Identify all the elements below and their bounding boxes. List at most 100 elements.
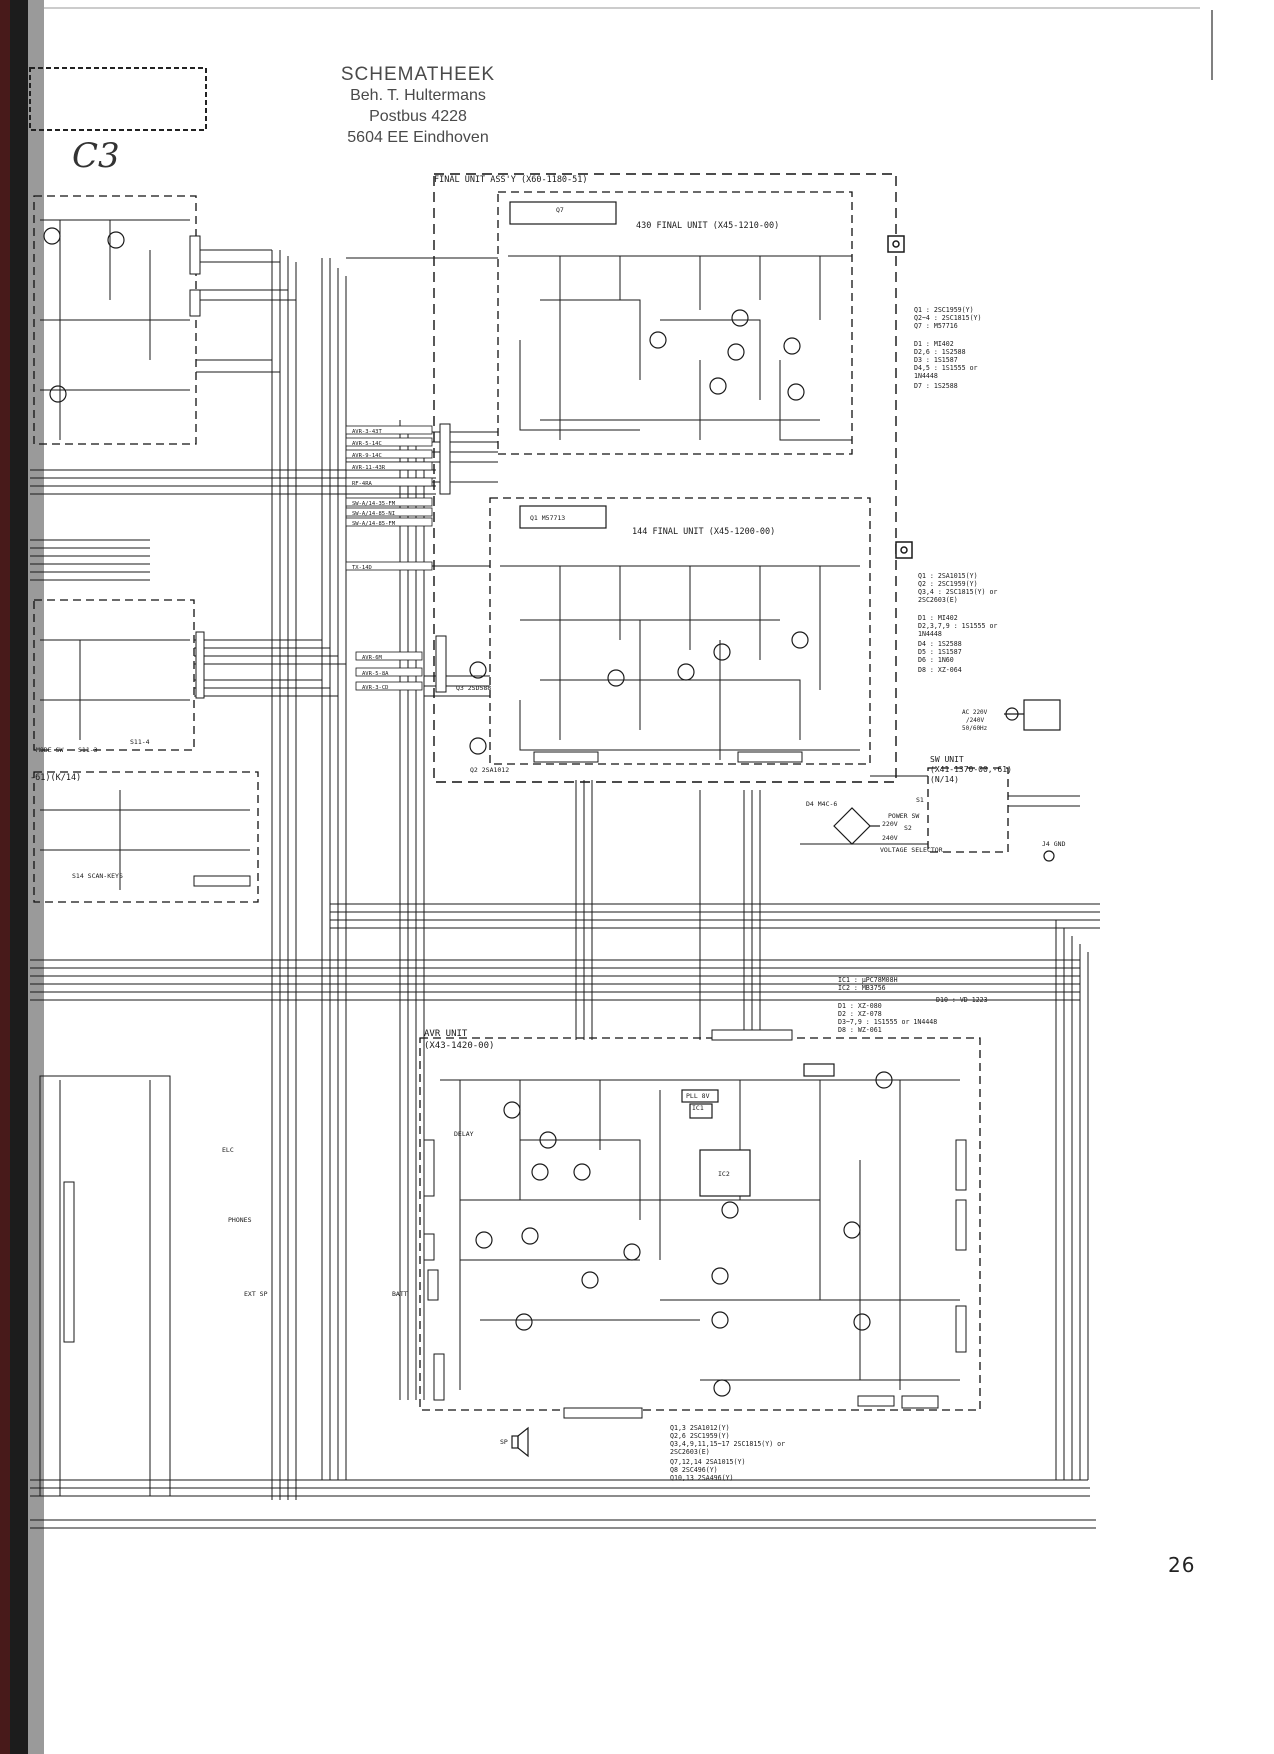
parts-line: Q2~4 : 2SC1815(Y) (914, 314, 982, 322)
left-fragment-title: -61)(K/14) (30, 773, 81, 783)
connector-tag: AVR-5-8A (362, 671, 389, 677)
parts-list-avr-q: Q1,3 2SA1012(Y) Q2,6 2SC1959(Y) Q3,4,9,1… (670, 1424, 785, 1482)
connector-tag: SW-A/14-85-FM (352, 521, 396, 527)
parts-list-avr-ic: IC1 : μPC78M08H IC2 : MB3756 D1 : XZ-080… (838, 976, 988, 1034)
sw-unit-frame (927, 767, 1009, 853)
parts-line: D3~7,9 : 1S1555 or 1N4448 (838, 1018, 937, 1026)
wiring-harness (30, 249, 1100, 1529)
parts-line: Q3,4 : 2SC1815(Y) or (918, 588, 997, 596)
connector-tag: SW-A/14-85-NI (352, 511, 395, 517)
label-delay: DELAY (454, 1130, 474, 1138)
connector-strips (63, 235, 967, 1419)
component-labels: Q7 Q1 M57713 D4 M4C-6 S1 POWER SW S2 220… (36, 206, 1066, 1446)
ic-boxes (509, 201, 835, 1197)
parts-line: D2,6 : 1S2588 (914, 348, 966, 356)
label-ic1: IC1 (692, 1104, 704, 1112)
label-ic2: IC2 (718, 1170, 730, 1178)
connector-tag: AVR-3-CD (362, 685, 389, 691)
final-144-title: 144 FINAL UNIT (X45-1200-00) (632, 527, 775, 537)
avr-unit-line: (X43-1420-00) (424, 1041, 494, 1051)
connector-tag: AVR-5-14C (352, 441, 382, 447)
page-number: 26 (1168, 1553, 1196, 1577)
connector-tag: AVR-3-43T (352, 429, 382, 435)
stamp-line: 5604 EE Eindhoven (347, 129, 489, 146)
parts-line: D1 : XZ-080 (838, 1002, 882, 1010)
label-s2: S2 (904, 824, 912, 832)
parts-line: 2SC2603(E) (670, 1448, 710, 1456)
connector-tag: TX-14D (352, 565, 372, 571)
parts-line: D10 : VD-1223 (936, 996, 988, 1004)
parts-line: 2SC2603(E) (918, 596, 958, 604)
final-430-frame (497, 191, 853, 455)
stamp-line: Beh. T. Hultermans (350, 87, 486, 104)
avr-unit-title: AVR UNIT (X43-1420-00) (424, 1029, 494, 1051)
parts-line: D8 : XZ-064 (918, 666, 962, 674)
label-ext-sp: EXT SP (244, 1290, 268, 1298)
parts-line: D4,5 : 1S1555 or (914, 364, 978, 372)
parts-line: Q7,12,14 2SA1015(Y) (670, 1458, 745, 1466)
parts-line: Q1 : 2SA1015(Y) (918, 572, 978, 580)
label-s1: S1 (916, 796, 924, 804)
parts-list-144: Q1 : 2SA1015(Y) Q2 : 2SC1959(Y) Q3,4 : 2… (918, 572, 997, 674)
label-q7: Q7 (556, 206, 564, 214)
label-sp: SP (500, 1438, 508, 1446)
sw-unit-line: (N/14) (930, 775, 959, 784)
ac-line: AC 220V (962, 709, 988, 716)
label-220v: 220V (882, 820, 898, 828)
label-240v: 240V (882, 834, 898, 842)
label-s11-4: S11-4 (130, 738, 150, 746)
label-d4: D4 M4C-6 (806, 800, 837, 808)
label-power-sw: POWER SW (888, 812, 919, 820)
parts-line: Q10,13 2SA496(Y) (670, 1474, 734, 1482)
label-pll-8v: PLL 8V (686, 1092, 710, 1100)
scan-binding-fade (0, 0, 10, 1754)
label-q2: Q2 2SA1012 (470, 766, 509, 774)
label-elc: ELC (222, 1146, 234, 1154)
connector-tag: AVR-6M (362, 655, 383, 661)
parts-line: Q1 : 2SC1959(Y) (914, 306, 974, 314)
parts-list-430: Q1 : 2SC1959(Y) Q2~4 : 2SC1815(Y) Q7 : M… (914, 306, 982, 390)
parts-line: D3 : 1S1587 (914, 356, 958, 364)
left-module-frames (33, 195, 259, 903)
title-frame (29, 67, 207, 131)
parts-line: D4 : 1S2588 (918, 640, 962, 648)
schematheek-stamp: SCHEMATHEEK Beh. T. Hultermans Postbus 4… (318, 64, 518, 148)
parts-line: 1N4448 (914, 372, 938, 380)
label-j4-gnd: J4 GND (1042, 840, 1066, 848)
ac-plug-icon (1004, 699, 1061, 731)
parts-line: Q2,6 2SC1959(Y) (670, 1432, 730, 1440)
sw-unit-line: SW UNIT (930, 755, 964, 764)
label-s14: S14 SCAN-KEYS (72, 872, 123, 880)
ac-line: 50/60Hz (962, 725, 988, 732)
parts-line: Q8 2SC496(Y) (670, 1466, 718, 1474)
final-assy-title: FINAL UNIT ASS'Y (X60-1180-51) (434, 175, 588, 185)
stamp-line: Postbus 4228 (369, 108, 467, 125)
parts-line: D6 : 1N60 (918, 656, 954, 664)
parts-line: Q2 : 2SC1959(Y) (918, 580, 978, 588)
parts-line: Q1,3 2SA1012(Y) (670, 1424, 730, 1432)
parts-line: D1 : MI402 (918, 614, 958, 622)
connector-tag: RF-4RA (352, 481, 373, 487)
parts-line: D2,3,7,9 : 1S1555 or (918, 622, 997, 630)
final-144-frame (489, 497, 871, 765)
scan-binding-fade (28, 0, 44, 1754)
diode-bridge (833, 807, 880, 845)
label-s11-3: S11-3 (78, 746, 98, 754)
circuit-traces (40, 219, 960, 1390)
label-voltage-selector: VOLTAGE SELECTOR (880, 846, 943, 854)
final-unit-assy-frame (433, 173, 897, 783)
ac-line: /240V (966, 717, 984, 724)
connector-tag: AVR-9-14C (352, 453, 382, 459)
parts-line: D2 : XZ-078 (838, 1010, 882, 1018)
connector-tag: AVR-11-43R (352, 465, 386, 471)
label-mode-sw: MODE SW (36, 746, 63, 754)
parts-line: 1N4448 (918, 630, 942, 638)
parts-line: Q3,4,9,11,15~17 2SC1815(Y) or (670, 1440, 785, 1448)
transistor-symbols (43, 227, 893, 1397)
parts-line: D1 : MI402 (914, 340, 954, 348)
parts-line: D7 : 1S2588 (914, 382, 958, 390)
parts-line: D5 : 1S1587 (918, 648, 962, 656)
parts-line: Q7 : M57716 (914, 322, 958, 330)
speaker-icon (511, 1426, 529, 1458)
